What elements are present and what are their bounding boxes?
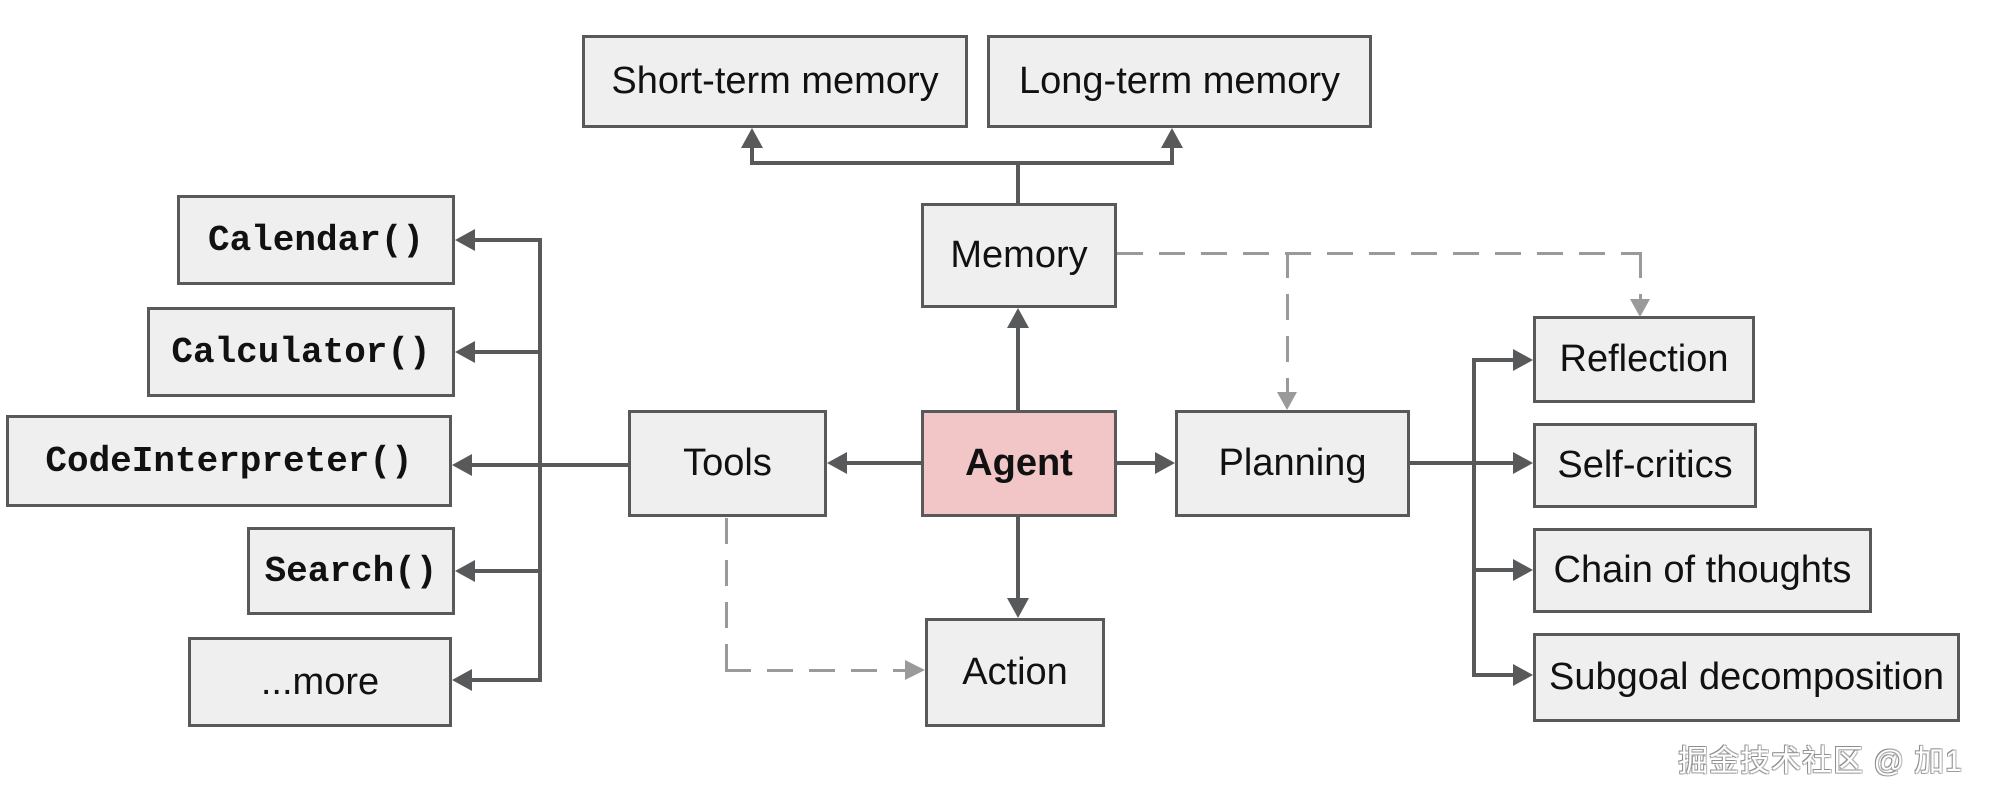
arrowhead-into-search	[455, 560, 475, 582]
edge-memory-split-horizontal	[750, 161, 1174, 165]
edge-memory-up-stub	[1016, 161, 1020, 203]
arrowhead-into-calculator	[455, 341, 475, 363]
node-reflection: Reflection	[1533, 316, 1755, 403]
node-calculator: Calculator()	[147, 307, 455, 397]
node-tools: Tools	[628, 410, 827, 517]
arrowhead-into-chain-of-thoughts	[1513, 559, 1533, 581]
arrowhead-dashed-into-reflection	[1630, 299, 1650, 317]
node-planning: Planning	[1175, 410, 1410, 517]
edge-tools-trunk-vertical	[538, 238, 542, 682]
arrowhead-dashed-into-planning	[1277, 392, 1297, 410]
node-subgoal-decomposition: Subgoal decomposition	[1533, 633, 1960, 722]
arrowhead-dashed-into-action	[905, 660, 925, 680]
node-agent: Agent	[921, 410, 1117, 517]
node-memory: Memory	[921, 203, 1117, 308]
edge-trunk-to-calculator	[475, 350, 542, 354]
arrowhead-into-memory	[1007, 308, 1029, 328]
arrowhead-into-self-critics	[1513, 452, 1533, 474]
edge-planning-trunk-vertical	[1472, 358, 1476, 677]
node-self-critics: Self-critics	[1533, 423, 1757, 508]
node-calendar: Calendar()	[177, 195, 455, 285]
edge-agent-to-memory	[1016, 326, 1020, 410]
dashed-edge-tools-down	[725, 518, 728, 670]
arrowhead-into-long-term-memory	[1161, 128, 1183, 148]
dashed-edge-memory-horizontal	[1117, 252, 1640, 255]
arrowhead-into-tools	[827, 452, 847, 474]
arrowhead-into-short-term-memory	[741, 128, 763, 148]
node-search: Search()	[247, 527, 455, 615]
arrowhead-into-code-interpreter	[452, 454, 472, 476]
edge-tools-to-code-interpreter	[472, 463, 628, 467]
node-action: Action	[925, 618, 1105, 727]
edge-trunk-to-more	[472, 678, 542, 682]
node-code-interpreter: CodeInterpreter()	[6, 415, 452, 507]
edge-trunk-to-subgoal-decomposition	[1476, 673, 1513, 677]
edge-trunk-to-calendar	[475, 238, 542, 242]
arrowhead-into-planning	[1155, 452, 1175, 474]
edge-agent-to-planning	[1117, 461, 1155, 465]
edge-trunk-to-search	[475, 569, 542, 573]
arrowhead-into-action	[1007, 598, 1029, 618]
dashed-edge-memory-to-reflection	[1639, 252, 1642, 299]
edge-to-long-term-stub	[1170, 146, 1174, 163]
edge-to-short-term-stub	[750, 146, 754, 163]
edge-agent-to-action	[1016, 517, 1020, 600]
arrowhead-into-calendar	[455, 229, 475, 251]
edge-trunk-to-reflection	[1476, 358, 1513, 362]
edge-agent-to-tools	[847, 461, 921, 465]
arrowhead-into-subgoal-decomposition	[1513, 664, 1533, 686]
dashed-edge-memory-to-planning	[1286, 252, 1289, 392]
node-more: ...more	[188, 637, 452, 727]
node-short-term-memory: Short-term memory	[582, 35, 968, 128]
node-chain-of-thoughts: Chain of thoughts	[1533, 528, 1872, 613]
dashed-edge-tools-to-action	[725, 669, 905, 672]
edge-planning-to-self-critics	[1410, 461, 1513, 465]
arrowhead-into-reflection	[1513, 349, 1533, 371]
arrowhead-into-more	[452, 669, 472, 691]
watermark: 掘金技术社区 @ 加1	[1678, 745, 1963, 778]
edge-trunk-to-chain-of-thoughts	[1476, 568, 1513, 572]
node-long-term-memory: Long-term memory	[987, 35, 1372, 128]
